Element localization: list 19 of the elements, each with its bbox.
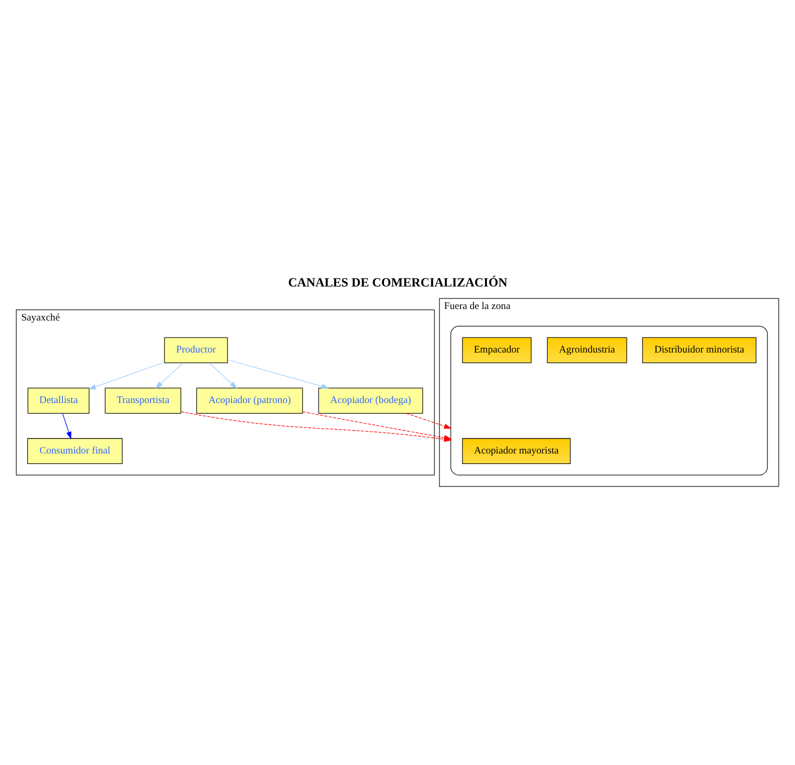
node-box: Consumidor final [27,438,123,464]
node-box: Acopiador mayorista [462,438,571,464]
arrow [155,362,184,388]
node-box: Agroindustria [546,336,628,363]
node-box: Productor [164,336,228,363]
node-box: Acopiador (bodega) [318,387,424,414]
arrow [302,410,452,440]
node-box: Empacador [462,336,532,363]
arrow [208,362,238,388]
node-box: Transportista [104,387,182,414]
node-box: Distribuidor minorista [642,336,756,363]
arrow [88,361,165,389]
diagram-title: CANALES DE COMERCIALIZACIÓN [288,275,508,290]
arrow [227,358,330,388]
cluster [450,325,768,475]
node-box: Detallista [28,387,90,414]
node-box: Acopiador (patrono) [196,387,303,414]
arrow [406,412,452,428]
arrow [62,412,72,439]
